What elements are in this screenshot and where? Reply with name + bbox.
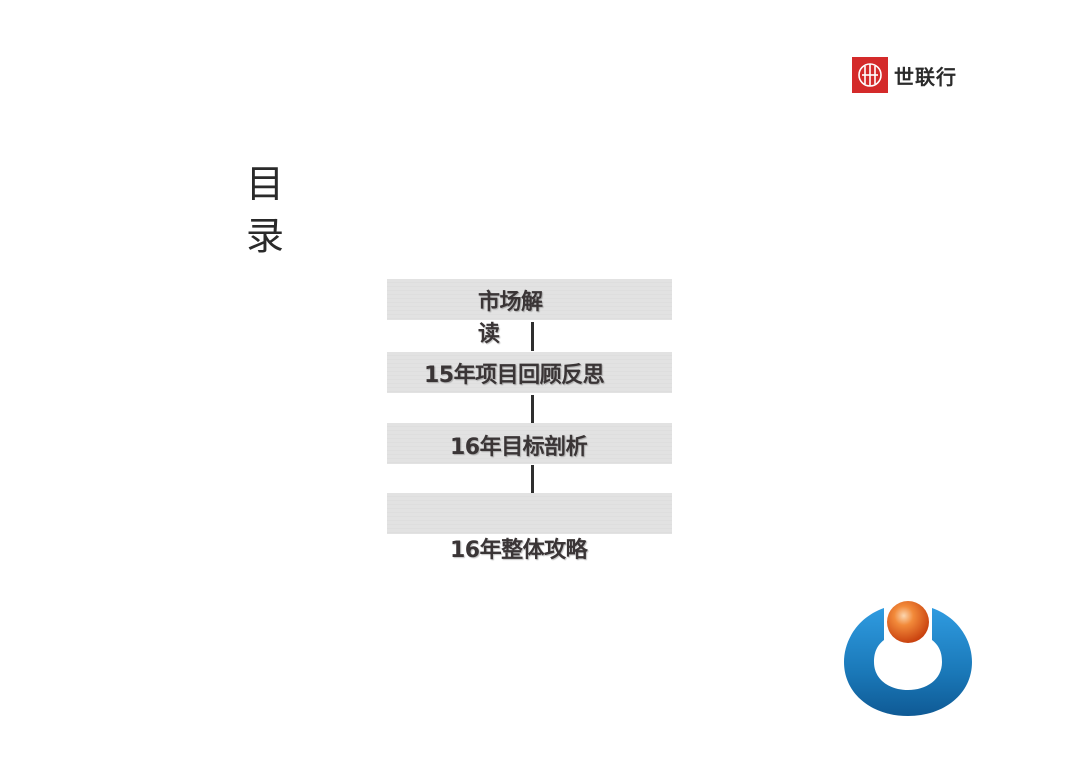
page-title: 目 录: [240, 158, 290, 262]
title-char: 录: [245, 214, 284, 258]
toc-item-label: 市场解: [478, 290, 543, 315]
toc-item-bar: [387, 493, 672, 534]
connector-line: [531, 395, 534, 423]
toc-item-label-cont: 读: [478, 322, 500, 347]
toc-item-bar: [387, 423, 672, 464]
title-char: 目: [245, 162, 284, 206]
toc-item-bar: [387, 279, 672, 320]
toc-item-label: 15年项目回顾反思: [424, 363, 605, 388]
brand-name: 世联行: [894, 64, 957, 89]
connector-line: [531, 465, 534, 494]
toc-item-label: 16年整体攻略: [450, 538, 588, 563]
connector-line: [531, 322, 534, 351]
toc-item-label: 16年目标剖析: [450, 435, 588, 460]
brand-logo: 世联行: [852, 57, 957, 93]
shilian-logo-icon: [852, 57, 888, 93]
toc-item-bar: [387, 352, 672, 393]
company-emblem-icon: [842, 600, 974, 718]
